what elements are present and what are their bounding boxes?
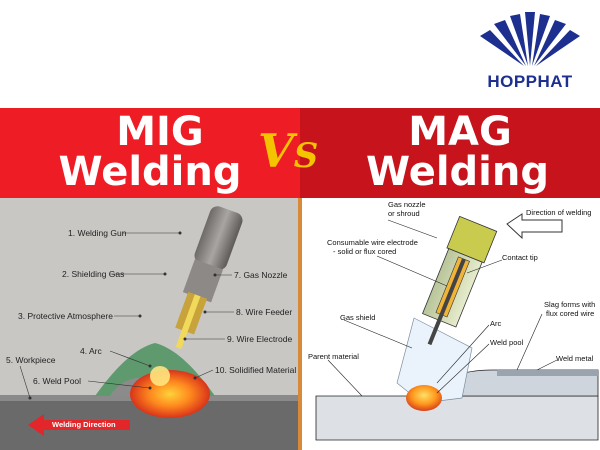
label-consumable-l2: - solid or flux cored: [333, 247, 397, 256]
welding-direction-arrow: [28, 414, 130, 436]
consumable-wire: [427, 258, 466, 346]
arc-glow: [150, 366, 170, 386]
label-direction-of-welding: Direction of welding: [526, 208, 592, 217]
mag-title-line1: MAG: [408, 109, 512, 155]
label-gas-nozzle-l2: or shroud: [388, 209, 420, 218]
label-weld-pool: Weld pool: [490, 338, 524, 347]
logo-mark-icon: [480, 12, 580, 66]
label-weld-pool: 6. Weld Pool: [33, 376, 82, 386]
versus-mark: VS: [258, 128, 318, 174]
versus-s: S: [293, 136, 319, 176]
label-gas-shield: Gas shield: [340, 313, 376, 322]
label-slag-l1: Slag forms with: [544, 300, 596, 309]
label-arc: Arc: [490, 319, 502, 328]
label-gas-nozzle: 7. Gas Nozzle: [234, 270, 288, 280]
label-wire-feeder: 8. Wire Feeder: [236, 307, 293, 317]
versus-v: V: [258, 124, 294, 178]
gas-shield: [396, 317, 473, 404]
label-solidified-material: 10. Solidified Material: [215, 365, 297, 375]
mag-diagram-illustration: [315, 213, 599, 441]
welding-gun: [194, 206, 243, 270]
label-gas-nozzle-l1: Gas nozzle: [388, 200, 426, 209]
direction-arrow: [506, 213, 563, 240]
parent-material: [315, 395, 599, 441]
label-contact-tip: Contact tip: [502, 253, 538, 262]
label-slag-l2: flux cored wire: [546, 309, 595, 318]
mag-title-line2: Welding: [366, 149, 549, 195]
label-welding-direction: Welding Direction: [52, 420, 116, 429]
label-wire-electrode: 9. Wire Electrode: [227, 334, 293, 344]
mig-diagram-panel: 1. Welding Gun 2. Shielding Gas 3. Prote…: [0, 198, 298, 450]
mig-title-line1: MIG: [116, 109, 204, 155]
label-protective-atmosphere: 3. Protective Atmosphere: [18, 311, 113, 321]
mig-diagram-illustration: [0, 206, 298, 450]
brand-name: HOPPHAT: [487, 72, 573, 91]
hopphat-logo: HOPPHAT: [470, 8, 590, 98]
label-consumable-l1: Consumable wire electrode: [327, 238, 418, 247]
label-arc: 4. Arc: [80, 346, 102, 356]
title-banner-right: [300, 108, 600, 198]
mig-title-line2: Welding: [58, 149, 242, 195]
label-shielding-gas: 2. Shielding Gas: [62, 269, 125, 279]
label-parent-material: Parent material: [308, 352, 359, 361]
panel-divider: [298, 198, 302, 450]
label-workpiece: 5. Workpiece: [6, 355, 56, 365]
weld-pool: [130, 370, 210, 418]
label-welding-gun: 1. Welding Gun: [68, 228, 127, 238]
mag-diagram-panel: Gas nozzle or shroud Direction of weldin…: [302, 198, 600, 450]
wire-electrode: [175, 294, 201, 349]
mag-weld-pool: [406, 385, 442, 411]
label-weld-metal: Weld metal: [556, 354, 594, 363]
